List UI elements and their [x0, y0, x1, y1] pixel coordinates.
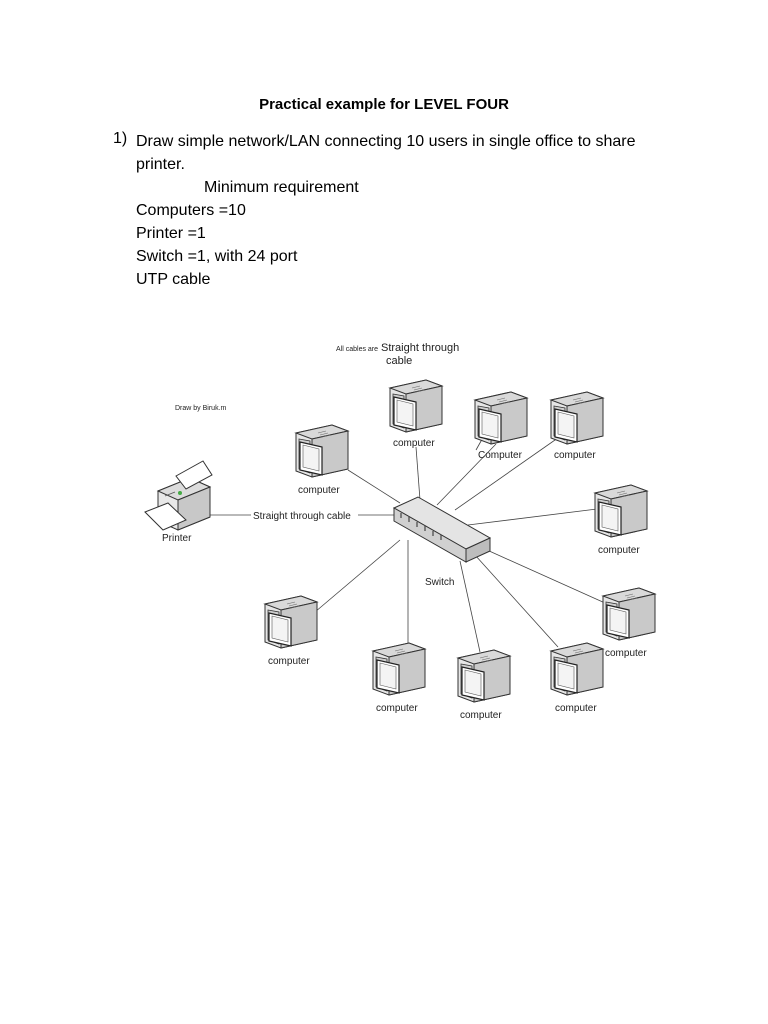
computer-label: computer: [460, 710, 502, 721]
computer-icon: [264, 595, 318, 649]
cables: [208, 417, 606, 653]
computer-label: computer: [605, 648, 647, 659]
cable: [347, 469, 401, 504]
requirements-heading: Minimum requirement: [204, 179, 359, 196]
computer-icon: [457, 649, 511, 703]
computer-icon: [550, 391, 604, 445]
diagram-note-large: cable: [386, 355, 412, 367]
cable: [474, 554, 559, 648]
cable: [314, 539, 401, 613]
task-description: Draw simple network/LAN connecting 10 us…: [136, 130, 676, 291]
diagram-note-small: All cables are: [336, 346, 378, 353]
computer-label: computer: [598, 545, 640, 556]
computer-icon: [594, 484, 648, 538]
computer-label: computer: [298, 485, 340, 496]
computer-icon: [295, 424, 349, 478]
computer-label: computer: [555, 703, 597, 714]
cable: [467, 508, 598, 526]
computer-label: computer: [393, 438, 435, 449]
diagram-note-large: Straight through: [381, 342, 459, 354]
computer-icon: [550, 642, 604, 696]
computer-icon: [602, 587, 656, 641]
switch-label: Switch: [425, 577, 454, 588]
computer-icon: [372, 642, 426, 696]
computer-label: computer: [554, 450, 596, 461]
requirement-item: Computers =10: [136, 202, 246, 219]
requirement-item: Switch =1, with 24 port: [136, 248, 298, 265]
task-line: Draw simple network/LAN connecting 10 us…: [136, 133, 636, 150]
cable: [436, 443, 497, 506]
printer-label: Printer: [162, 533, 192, 544]
computer-label: computer: [376, 703, 418, 714]
cable: [454, 432, 566, 511]
computer-icon: [389, 379, 443, 433]
cable: [486, 549, 606, 604]
task-line: printer.: [136, 156, 185, 173]
diagram-author: Draw by Biruk.m: [175, 405, 227, 412]
requirement-item: UTP cable: [136, 271, 211, 288]
cable: [459, 560, 481, 653]
computer-label: computer: [268, 656, 310, 667]
printer-icon: [144, 460, 213, 531]
computer-label: Computer: [478, 450, 523, 461]
printer-cable-label: Straight through cable: [253, 511, 351, 522]
task-number: 1): [113, 130, 128, 147]
switch-icon: [392, 496, 492, 563]
document-title: Practical example for LEVEL FOUR: [259, 96, 509, 113]
requirement-item: Printer =1: [136, 225, 206, 242]
cable: [415, 446, 421, 501]
computer-icon: [474, 391, 528, 445]
